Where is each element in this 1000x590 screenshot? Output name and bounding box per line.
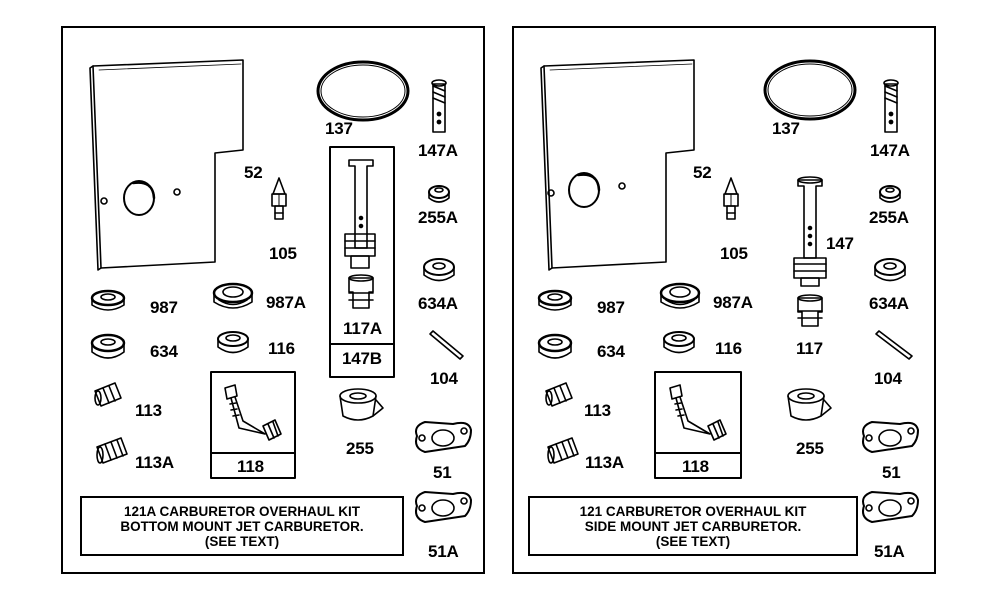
washer-116-part [663, 331, 695, 354]
kit-caption-box: 121A CARBURETOR OVERHAUL KIT BOTTOM MOUN… [80, 496, 404, 556]
washer-634a-part [874, 258, 906, 282]
needle-105-part [271, 177, 287, 220]
kit-caption-line1: 121 CARBURETOR OVERHAUL KIT [579, 504, 807, 519]
part-label-987a: 987A [266, 293, 306, 312]
part-label-255: 255 [796, 439, 824, 458]
part-label-52: 52 [693, 163, 712, 182]
washer-987-part [537, 289, 573, 311]
kit-caption-box: 121 CARBURETOR OVERHAUL KIT SIDE MOUNT J… [528, 496, 858, 556]
gasket-52-part [89, 59, 244, 271]
needle-105-part [723, 177, 739, 220]
gasket-51-part [862, 421, 919, 453]
screw-118-kit-part [210, 371, 296, 479]
washer-634-part [537, 333, 573, 359]
spring-113-part [545, 382, 573, 407]
part-label-987: 987 [150, 298, 178, 317]
ring-137-part [763, 59, 857, 121]
washer-116-part [217, 331, 249, 354]
part-label-255a: 255A [869, 208, 909, 227]
washer-255a-part [428, 185, 450, 203]
part-label-255: 255 [346, 439, 374, 458]
float-bowl-255-part [339, 388, 384, 421]
part-label-116: 116 [715, 339, 742, 358]
kit-caption-line2: BOTTOM MOUNT JET CARBURETOR. [120, 519, 364, 534]
kit-caption-line1: 121A CARBURETOR OVERHAUL KIT [123, 504, 361, 519]
screw-147a-part [431, 79, 447, 133]
part-label-147a: 147A [418, 141, 458, 160]
gasket-51a-part [862, 491, 919, 523]
part-label-118: 118 [237, 457, 264, 476]
part-label-255a: 255A [418, 208, 458, 227]
part-label-147a: 147A [870, 141, 910, 160]
part-label-137: 137 [772, 119, 800, 138]
part-label-104: 104 [874, 369, 902, 388]
part-label-52: 52 [244, 163, 263, 182]
part-label-51: 51 [882, 463, 901, 482]
part-label-105: 105 [269, 244, 297, 263]
part-label-147: 147 [826, 234, 854, 253]
kit-121a-panel: 137 147A 52 255A 105 634A 987 987A 117A … [61, 26, 485, 574]
part-label-116: 116 [268, 339, 295, 358]
pin-104-part [875, 330, 913, 360]
part-label-113a: 113A [135, 453, 174, 472]
kit-121-parts-drawing [537, 59, 919, 523]
washer-987-part [90, 289, 126, 311]
float-bowl-255-part [787, 388, 832, 421]
screw-118-kit-part [654, 371, 742, 479]
gasket-51a-part [415, 491, 472, 523]
part-label-113: 113 [584, 401, 611, 420]
part-label-51a: 51A [874, 542, 905, 561]
jet-117-part [797, 294, 823, 327]
kit-caption-line3: (SEE TEXT) [204, 534, 280, 549]
ring-137-part [316, 60, 410, 122]
washer-634-part [90, 333, 126, 359]
part-label-105: 105 [720, 244, 748, 263]
part-label-987a: 987A [713, 293, 753, 312]
screw-147a-part [883, 79, 899, 133]
part-label-51a: 51A [428, 542, 459, 561]
kit-121a-parts-drawing [89, 59, 472, 523]
part-label-104: 104 [430, 369, 458, 388]
part-label-113a: 113A [585, 453, 624, 472]
part-label-634a: 634A [869, 294, 909, 313]
washer-255a-part [879, 185, 901, 203]
kit-121-panel: 137 147A 52 255A 105 147 634A 987 987A 6… [512, 26, 936, 574]
spring-113a-part [96, 437, 128, 464]
kit-caption-line2: SIDE MOUNT JET CARBURETOR. [584, 519, 802, 534]
part-label-987: 987 [597, 298, 625, 317]
part-label-634: 634 [150, 342, 178, 361]
jet-147b-kit-part [329, 146, 395, 378]
gasket-51-part [415, 421, 472, 453]
part-label-147b: 147B [342, 349, 382, 368]
grommet-987a-part [659, 282, 701, 309]
kit-caption-line3: (SEE TEXT) [655, 534, 731, 549]
part-label-117a: 117A [343, 319, 382, 338]
part-label-118: 118 [682, 457, 709, 476]
part-label-634: 634 [597, 342, 625, 361]
part-label-113: 113 [135, 401, 162, 420]
part-label-634a: 634A [418, 294, 458, 313]
jet-147-part [793, 176, 827, 287]
part-label-137: 137 [325, 119, 353, 138]
grommet-987a-part [212, 282, 254, 309]
washer-634a-part [423, 258, 455, 282]
spring-113a-part [547, 437, 579, 464]
part-label-117: 117 [796, 339, 823, 358]
part-label-51: 51 [433, 463, 452, 482]
spring-113-part [94, 382, 122, 407]
gasket-52-part [540, 59, 695, 271]
pin-104-part [429, 330, 464, 360]
